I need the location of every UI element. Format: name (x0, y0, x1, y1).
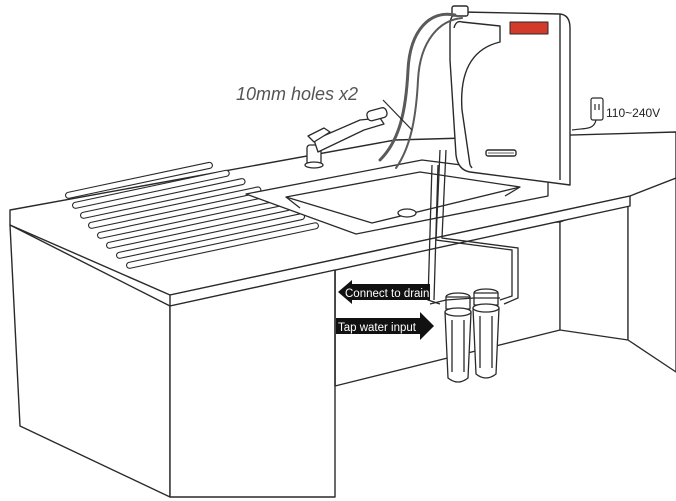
tap-label: Tap water input (338, 322, 417, 334)
holes-pointer-line (382, 99, 413, 131)
drain-label: Connect to drain (345, 288, 429, 300)
display-panel-icon (509, 21, 549, 35)
voltage-label: 110~240V (606, 106, 660, 120)
cabinet-left (9, 224, 336, 498)
sink-basin (245, 159, 549, 235)
faucet-icon (304, 107, 388, 169)
holes-label: 10mm holes x2 (236, 84, 358, 104)
drain-hole (397, 208, 417, 218)
ionizer-unit-icon (449, 5, 571, 186)
cabinet-right (559, 177, 676, 373)
supply-hose (378, 12, 463, 169)
filter-cartridges-icon (429, 288, 500, 383)
drainboard-ridges (65, 161, 319, 269)
outlet-icon (571, 97, 604, 131)
drain-arrow: Connect to drain (338, 280, 430, 304)
tap-arrow: Tap water input (336, 312, 434, 340)
